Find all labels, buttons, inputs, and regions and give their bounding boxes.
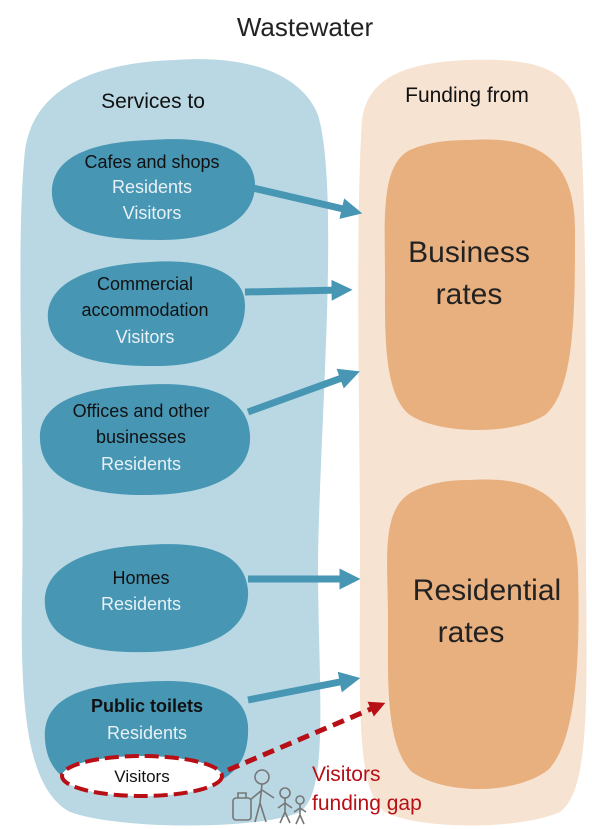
service-homes-sub-1: Residents: [101, 594, 181, 614]
arrow-public-toilets-to-residential: [247, 671, 361, 704]
service-offices-name: Offices and other: [73, 401, 210, 421]
service-offices-sub-1: Residents: [101, 454, 181, 474]
service-offices-name-2: businesses: [96, 427, 186, 447]
service-blob-homes: [44, 544, 249, 653]
service-accommodation-sub-1: Visitors: [116, 327, 175, 347]
service-public-toilets-sub-1: Residents: [107, 723, 187, 743]
arrow-visitors-gap-dashed: [227, 701, 386, 773]
visitors-gap-label: Visitors: [114, 767, 169, 786]
arrow-accommodation-to-business: [244, 279, 353, 301]
service-cafes-name: Cafes and shops: [84, 152, 219, 172]
gap-note-line1: Visitors: [312, 763, 380, 786]
arrow-cafes-to-business: [252, 184, 363, 219]
business-rates-line2: rates: [436, 278, 503, 311]
service-accommodation-name: Commercial: [97, 274, 193, 294]
service-cafes-sub-1: Residents: [112, 177, 192, 197]
travellers-icon: [232, 769, 307, 825]
gap-note-line2: funding gap: [312, 792, 422, 815]
service-cafes-sub-2: Visitors: [123, 203, 182, 223]
service-public-toilets-name: Public toilets: [91, 696, 203, 716]
visitors-gap-ellipse: [60, 754, 224, 798]
business-rates-line1: Business: [408, 236, 530, 269]
arrow-offices-to-business: [246, 368, 360, 416]
service-blob-offices: [39, 384, 251, 496]
service-accommodation-name-2: accommodation: [81, 300, 208, 320]
residential-rates-line2: rates: [438, 616, 505, 649]
business-rates-blob: [384, 139, 575, 430]
residential-rates-blob: [387, 479, 579, 790]
funding-header: Funding from: [405, 84, 529, 107]
diagram-title: Wastewater: [237, 12, 374, 42]
service-homes-name: Homes: [112, 568, 169, 588]
residential-rates-line1: Residential: [413, 574, 561, 607]
service-blob-accommodation: [47, 261, 245, 367]
service-blob-cafes: [51, 139, 256, 240]
services-header: Services to: [101, 90, 205, 113]
